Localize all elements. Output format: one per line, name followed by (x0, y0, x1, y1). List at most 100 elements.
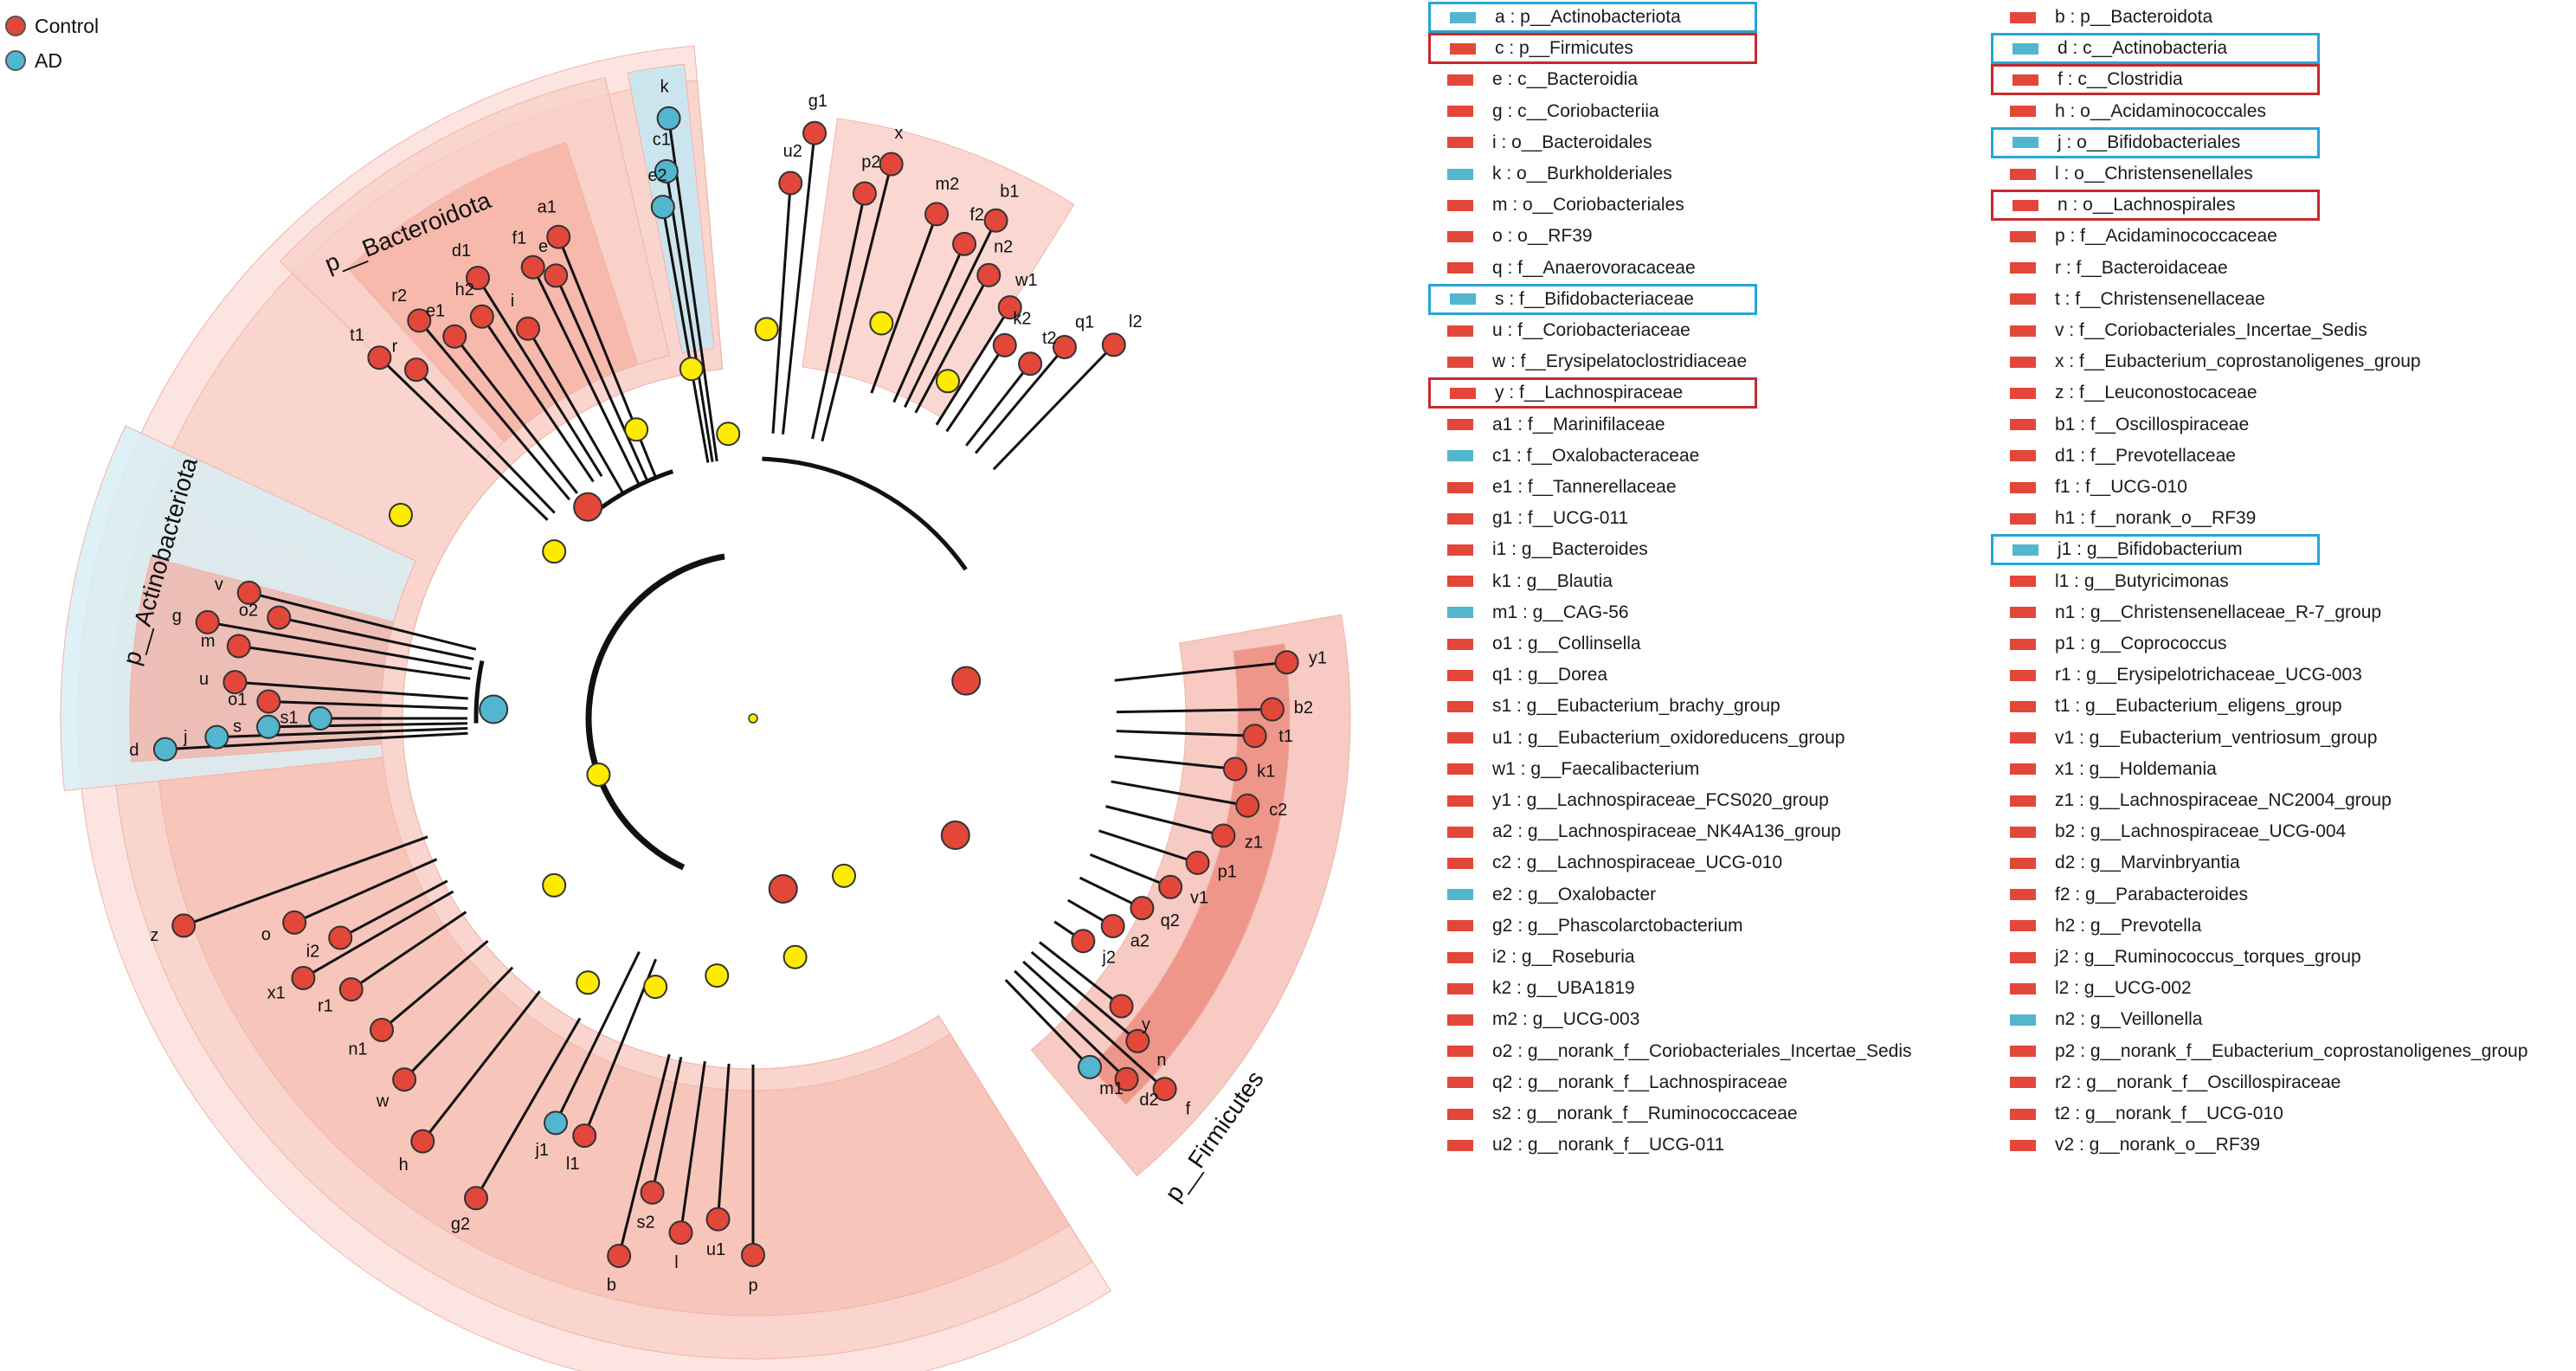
legend-row-right-24: x1 : g__Holdemania (1991, 754, 2217, 785)
control-swatch-icon (2010, 230, 2036, 242)
legend-row-right-2: f : c__Clostridia (1991, 64, 2320, 96)
legend-text: p : f__Acidaminococcaceae (2055, 226, 2277, 247)
control-swatch-icon (2010, 826, 2036, 838)
branch-u2 (771, 183, 792, 434)
legend-row-left-12: y : f__Lachnospiraceae (1428, 377, 1757, 409)
branch-b1 (904, 220, 997, 409)
legend-row-right-1: d : c__Actinobacteria (1991, 33, 2320, 65)
branch-r (415, 369, 556, 514)
node-label-r: r (392, 338, 398, 357)
legend-row-right-4: j : o__Bifidobacteriales (1991, 126, 2320, 158)
node-label-w1: w1 (1014, 271, 1038, 290)
ad-swatch-icon (1450, 11, 1476, 23)
legend-row-left-22: s1 : g__Eubacterium_brachy_group (1428, 691, 1781, 722)
legend-row-left-2: e : c__Bacteroidia (1428, 64, 1638, 95)
branch-u (235, 680, 468, 700)
control-swatch-icon (2010, 168, 2036, 180)
node-h (410, 1129, 435, 1154)
node-internal-3 (573, 492, 603, 522)
control-swatch-icon (2010, 638, 2036, 650)
legend-row-right-19: n1 : g__Christensenellaceae_R-7_group (1991, 597, 2381, 628)
control-swatch-icon (2010, 512, 2036, 525)
node-l1 (572, 1123, 597, 1149)
node-label-j: j (183, 728, 187, 747)
legend-row-right-11: x : f__Eubacterium_coprostanoligenes_gro… (1991, 346, 2421, 377)
legend-row-right-13: b1 : f__Oscillospiraceae (1991, 409, 2249, 441)
node-l (668, 1220, 693, 1245)
node-d (152, 737, 177, 762)
node-label-n1: n1 (348, 1040, 367, 1059)
legend-text: m : o__Coriobacteriales (1492, 195, 1684, 216)
branch-p2 (811, 193, 866, 440)
legend-text: r : f__Bacteroidaceae (2055, 257, 2228, 278)
branch-z (183, 835, 428, 927)
node-label-l: l (674, 1253, 678, 1272)
node-label-g1: g1 (808, 92, 828, 111)
legend-text: m1 : g__CAG-56 (1492, 602, 1629, 622)
branch-g2 (474, 1017, 582, 1200)
node-label-x1: x1 (267, 983, 286, 1002)
control-swatch-icon (1450, 387, 1476, 399)
control-swatch-icon (1447, 826, 1473, 838)
node-t1b (1242, 724, 1267, 749)
node-k1 (1222, 756, 1247, 782)
ad-swatch-icon (1447, 607, 1473, 619)
legend-row-right-25: z1 : g__Lachnospiraceae_NC2004_group (1991, 785, 2392, 816)
node-neutral-14 (832, 863, 856, 888)
control-swatch-icon (2010, 293, 2036, 306)
node-label-d1: d1 (452, 241, 471, 261)
control-swatch-icon (2010, 450, 2036, 462)
node-g (195, 609, 220, 634)
node-label-t2: t2 (1042, 329, 1057, 348)
control-swatch-icon (2010, 669, 2036, 681)
node-label-b2: b2 (1294, 698, 1313, 718)
control-swatch-icon (1447, 700, 1473, 712)
ad-swatch-icon (1447, 450, 1473, 462)
legend-text: s1 : g__Eubacterium_brachy_group (1492, 696, 1781, 717)
node-s1 (308, 706, 332, 731)
control-swatch-icon (2010, 325, 2036, 337)
branch-y1 (1114, 660, 1287, 682)
legend-row-right-23: v1 : g__Eubacterium_ventriosum_group (1991, 723, 2377, 754)
legend-text: b2 : g__Lachnospiraceae_UCG-004 (2055, 821, 2347, 842)
legend-text: f2 : g__Parabacteroides (2055, 884, 2248, 904)
branch-m2 (870, 213, 938, 394)
legend-row-right-35: t2 : g__norank_f__UCG-010 (1991, 1098, 2283, 1130)
branch-t1b (1116, 730, 1255, 737)
node-label-v: v (215, 575, 223, 594)
legend-text: h1 : f__norank_o__RF39 (2055, 508, 2257, 529)
branch-d1 (476, 277, 603, 477)
node-label-s: s (233, 718, 242, 737)
control-swatch-icon (2010, 607, 2036, 619)
node-d2 (1114, 1066, 1139, 1091)
node-x1 (291, 966, 316, 990)
node-q2 (1130, 896, 1155, 921)
node-b1 (983, 208, 1008, 233)
node-o (282, 910, 307, 935)
branch-x (821, 164, 893, 442)
legend-text: w : f__Erysipelatoclostridiaceae (1492, 351, 1748, 372)
node-h2 (469, 304, 494, 329)
legend-text: g1 : f__UCG-011 (1492, 508, 1629, 529)
branch-h (422, 990, 541, 1142)
legend-text: g : c__Coriobacteriia (1492, 100, 1659, 121)
legend-text: z1 : g__Lachnospiraceae_NC2004_group (2055, 790, 2392, 810)
node-label-e1: e1 (426, 302, 445, 321)
control-swatch-icon (2010, 356, 2036, 368)
legend-row-left-11: w : f__Erysipelatoclostridiaceae (1428, 346, 1747, 377)
legend-row-right-7: p : f__Acidaminococcaceae (1991, 221, 2277, 252)
legend-text: l2 : g__UCG-002 (2055, 978, 2192, 999)
legend-text: n1 : g__Christensenellaceae_R-7_group (2055, 602, 2382, 622)
branch-m (238, 645, 471, 680)
node-y (1109, 994, 1134, 1019)
branch-r1 (350, 911, 467, 991)
control-swatch-icon (1447, 512, 1473, 525)
node-b2 (1259, 697, 1285, 722)
node-label-n2: n2 (994, 237, 1013, 256)
legend-row-right-8: r : f__Bacteroidaceae (1991, 253, 2228, 284)
legend-text: j1 : g__Bifidobacterium (2058, 539, 2243, 560)
node-internal-0 (951, 666, 982, 696)
control-swatch-icon (1447, 638, 1473, 650)
ad-swatch-icon (1450, 293, 1476, 306)
branch-j1 (554, 950, 641, 1124)
